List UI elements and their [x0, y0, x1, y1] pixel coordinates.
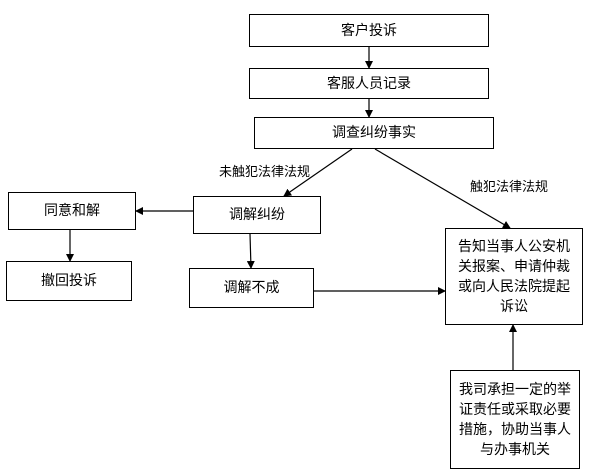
node-service-record: 客服人员记录 [249, 68, 489, 99]
node-withdraw: 撤回投诉 [6, 261, 132, 301]
node-inform-parties: 告知当事人公安机关报案、申请仲裁或向人民法院提起诉讼 [445, 228, 583, 325]
edge-label-violation: 触犯法律法规 [470, 180, 549, 195]
arrow-investigate-to-mediate [283, 148, 353, 197]
node-customer-complaint: 客户投诉 [249, 14, 489, 47]
node-company-support: 我司承担一定的举证责任或采取必要措施，协助当事人与办事机关 [450, 370, 580, 469]
node-mediation-failed: 调解不成 [189, 268, 314, 308]
node-agree-settle: 同意和解 [8, 192, 136, 230]
arrow-investigate-to-inform [374, 148, 511, 229]
node-investigate: 调查纠纷事实 [254, 117, 494, 149]
node-mediate: 调解纠纷 [193, 196, 321, 234]
edge-label-no-violation: 未触犯法律法规 [219, 165, 311, 180]
arrow-mediate-to-failed [246, 233, 255, 269]
